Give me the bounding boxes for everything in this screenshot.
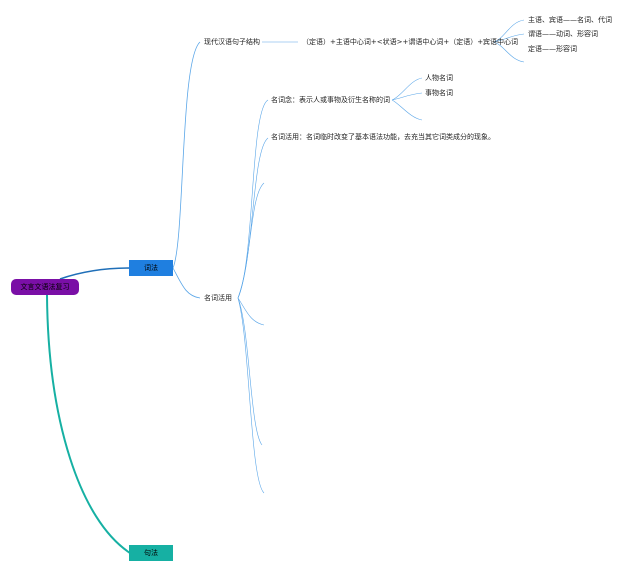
jufa-node[interactable]: 句法 xyxy=(129,545,173,561)
connector-pattern-item-1 xyxy=(493,19,525,43)
connector-noun-empty-1 xyxy=(237,182,265,299)
connector-noun-concept xyxy=(237,99,269,299)
structure-item-attribute[interactable]: 定语——形容词 xyxy=(528,45,577,53)
connector-root-cifa xyxy=(59,267,131,280)
connector-pattern-item-3 xyxy=(493,41,525,63)
connector-pattern-item-2 xyxy=(493,33,525,43)
connector-cifa-noun-usage xyxy=(172,267,201,299)
connector-concept-item-1 xyxy=(391,77,423,101)
cifa-node[interactable]: 词法 xyxy=(129,260,173,276)
noun-definition-node[interactable]: 名词活用：名词临时改变了基本语法功能，去充当其它词类成分的现象。 xyxy=(271,133,495,141)
noun-concept-node[interactable]: 名词念：表示人或事物及衍生名称的词 xyxy=(271,96,390,104)
structure-pattern-node[interactable]: （定语）+主语中心词+<状语>+谓语中心词+（定语）+宾语中心词 xyxy=(302,38,519,46)
connector-concept-item-3 xyxy=(391,99,423,121)
noun-item-person[interactable]: 人物名词 xyxy=(425,74,453,82)
noun-usage-node[interactable]: 名词活用 xyxy=(204,294,232,302)
connector-concept-item-2 xyxy=(391,92,423,101)
connector-noun-empty-4 xyxy=(237,297,265,494)
root-node[interactable]: 文言文语法复习 xyxy=(11,279,79,295)
connector-noun-empty-3 xyxy=(237,297,263,446)
structure-node[interactable]: 现代汉语句子结构 xyxy=(204,38,260,46)
structure-item-subject-object[interactable]: 主语、宾语——名词、代词 xyxy=(528,16,612,24)
connector-cifa-structure xyxy=(172,41,201,269)
connector-root-jufa xyxy=(46,294,131,554)
noun-item-thing[interactable]: 事物名词 xyxy=(425,89,453,97)
connector-noun-empty-2 xyxy=(237,297,265,326)
structure-item-predicate[interactable]: 谓语——动词、形容词 xyxy=(528,30,598,38)
